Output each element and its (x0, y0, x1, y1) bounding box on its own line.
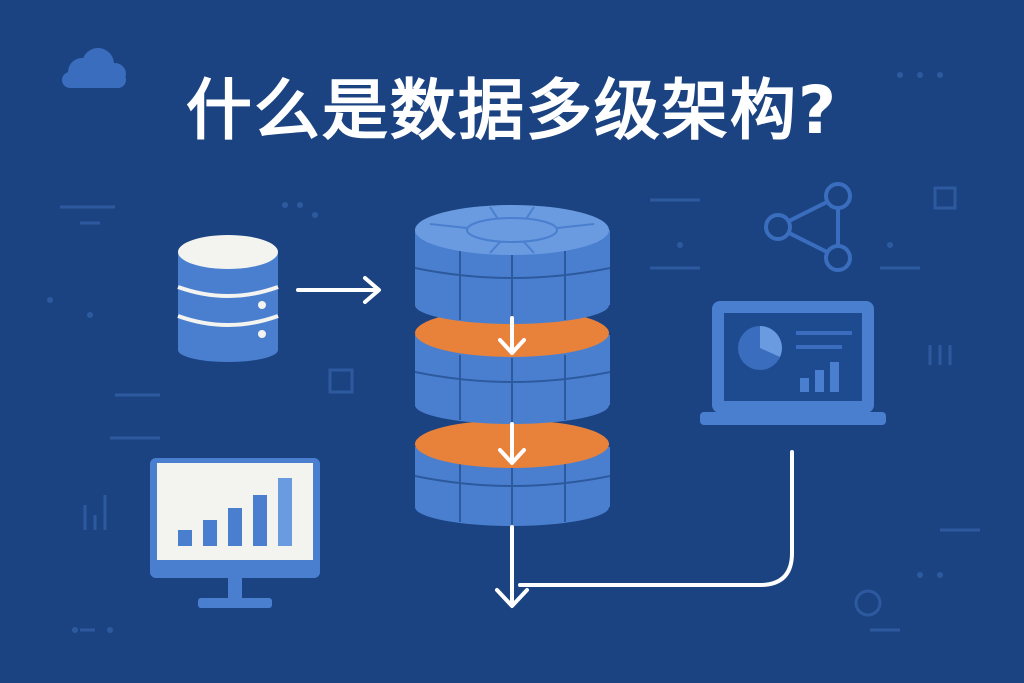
output-flow-arrow (495, 450, 794, 608)
tier-down-arrows (498, 316, 526, 465)
page-title: 什么是数据多级架构? (185, 72, 839, 149)
cloud-icon (62, 48, 126, 88)
multi-tier-storage-icon (414, 205, 611, 526)
flow-arrow-right (296, 276, 381, 304)
background-decorations (60, 186, 980, 632)
share-network-icon (764, 182, 852, 272)
background-dots (47, 72, 943, 633)
source-database-icon (177, 235, 279, 362)
laptop-dashboard-icon (700, 301, 886, 425)
monitor-bar-chart-icon (150, 458, 320, 608)
